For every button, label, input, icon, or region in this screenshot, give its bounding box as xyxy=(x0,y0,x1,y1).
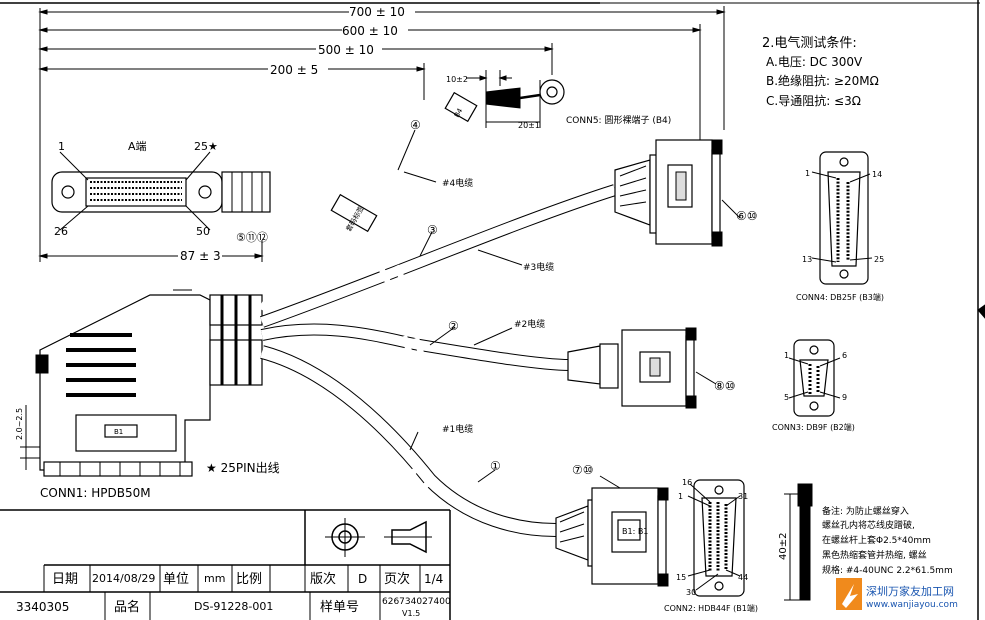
dim-40: 40±2 xyxy=(778,533,789,560)
note-line-2: 螺丝孔内将芯线皮蹭破, xyxy=(822,519,915,531)
sample-value: 626734027400 xyxy=(382,597,451,607)
cable-3-number: ③ xyxy=(427,223,438,237)
dim-200: 200 ± 5 xyxy=(270,63,318,77)
cable-3-label: #3电缆 xyxy=(523,261,554,273)
dim-700: 700 ± 10 xyxy=(349,5,405,19)
title-block xyxy=(0,509,451,620)
a-pin-26: 26 xyxy=(54,225,68,238)
drawing-code: 3340305 xyxy=(16,600,69,614)
dim-20: 20±1 xyxy=(518,121,540,130)
b4-tag: B4 xyxy=(453,107,465,119)
date-value: 2014/08/29 xyxy=(92,572,155,585)
dim-500: 500 ± 10 xyxy=(318,43,374,57)
rev-label: 版次 xyxy=(310,571,336,587)
conn1-label: CONN1: HPDB50M xyxy=(40,486,151,500)
test-insulation: B.绝缘阻抗: ≥20MΩ xyxy=(766,73,879,88)
a-end-group: ⑤⑪⑫ xyxy=(236,231,268,244)
conn1-body xyxy=(35,289,263,477)
unit-label: 单位 xyxy=(163,572,189,587)
db9-side-view xyxy=(567,327,717,409)
a-pin-50: 50 xyxy=(196,225,210,238)
note-line-4: 黑色热缩套管并热缩, 螺丝 xyxy=(822,549,927,561)
conn2-pin15: 15 xyxy=(676,573,686,582)
conn3-pin1: 1 xyxy=(784,351,789,360)
pin25-note: ★ 25PIN出线 xyxy=(206,461,280,475)
cable-1-label: #1电缆 xyxy=(442,423,473,435)
conn2-pin44: 44 xyxy=(738,573,748,582)
name-label: 品名 xyxy=(114,599,140,615)
conn4-pin25: 25 xyxy=(874,255,884,264)
watermark xyxy=(836,578,976,610)
hdb44-side-view xyxy=(555,475,669,587)
screw-drawing xyxy=(784,483,813,601)
page-value: 1/4 xyxy=(424,572,443,586)
conn4-group: ⑥⑩ xyxy=(736,209,758,223)
name-value: DS-91228-001 xyxy=(194,600,273,613)
dimension-lines xyxy=(20,4,726,470)
conn3-pin5: 5 xyxy=(784,393,789,402)
conn2-pin16: 16 xyxy=(682,478,692,487)
conn4-label: CONN4: DB25F (B3端) xyxy=(796,292,884,302)
test-conditions-title: 2.电气测试条件: xyxy=(762,35,857,51)
conn2-pin30: 30 xyxy=(686,588,696,597)
cable-4-label: #4电缆 xyxy=(442,177,473,189)
conn5-label: CONN5: 圆形裸端子 (B4) xyxy=(566,114,671,126)
sample-label: 样单号 xyxy=(320,600,359,615)
conn2-group: ⑦⑩ xyxy=(572,463,594,477)
a-end-connector-face xyxy=(51,151,271,231)
cable-1-number: ① xyxy=(490,459,501,473)
dim-87: 87 ± 3 xyxy=(180,249,221,263)
cable-2-number: ② xyxy=(448,319,459,333)
conn2-pin1: 1 xyxy=(678,492,683,501)
cables xyxy=(258,79,617,537)
conn4-pin1: 1 xyxy=(805,169,810,178)
ring-terminal-dims xyxy=(466,70,541,128)
dim-600: 600 ± 10 xyxy=(342,24,398,38)
conn2-pin31: 31 xyxy=(738,492,748,501)
a-pin-25: 25★ xyxy=(194,140,218,153)
cable-leaders xyxy=(397,129,523,483)
conn4-pin14: 14 xyxy=(872,170,882,179)
note-line-1: 备注: 为防止螺丝穿入 xyxy=(822,505,909,517)
hdb44-face xyxy=(687,479,745,597)
test-voltage: A.电压: DC 300V xyxy=(766,55,863,69)
cable-2-label: #2电缆 xyxy=(514,318,545,330)
conn3-pin9: 9 xyxy=(842,393,847,402)
conn2-label: CONN2: HDB44F (B1端) xyxy=(664,603,758,613)
conn3-group: ⑧⑩ xyxy=(714,379,736,393)
page-label: 页次 xyxy=(384,571,410,587)
db9-face xyxy=(788,339,841,417)
version-value: V1.5 xyxy=(402,609,420,618)
conn3-pin6: 6 xyxy=(842,351,847,360)
unit-value: mm xyxy=(204,572,225,585)
conn2-tag: B1: B1 xyxy=(622,527,648,536)
cable-4-number: ④ xyxy=(410,118,421,132)
scale-label: 比例 xyxy=(236,572,262,587)
db25-face xyxy=(811,151,873,285)
conn4-pin13: 13 xyxy=(802,255,812,264)
a-pin-1: 1 xyxy=(58,140,65,153)
note-line-3: 在螺丝杆上套Φ2.5*40mm xyxy=(822,534,931,546)
a-end-label: A端 xyxy=(128,140,147,153)
db25-side-view xyxy=(614,139,741,247)
note-line-5: 规格: #4-40UNC 2.2*61.5mm xyxy=(822,564,953,576)
conn3-label: CONN3: DB9F (B2端) xyxy=(772,422,855,432)
dim-2: 2.0~2.5 xyxy=(15,408,24,440)
watermark-company: 深圳万家友加工网 xyxy=(866,584,954,598)
test-conduction: C.导通阻抗: ≤3Ω xyxy=(766,93,861,108)
dim-10: 10±2 xyxy=(446,75,468,84)
watermark-url: www.wanjiayou.com xyxy=(866,600,958,610)
rev-value: D xyxy=(358,572,367,586)
b1-tag: B1 xyxy=(114,428,123,436)
date-label: 日期 xyxy=(52,572,78,587)
